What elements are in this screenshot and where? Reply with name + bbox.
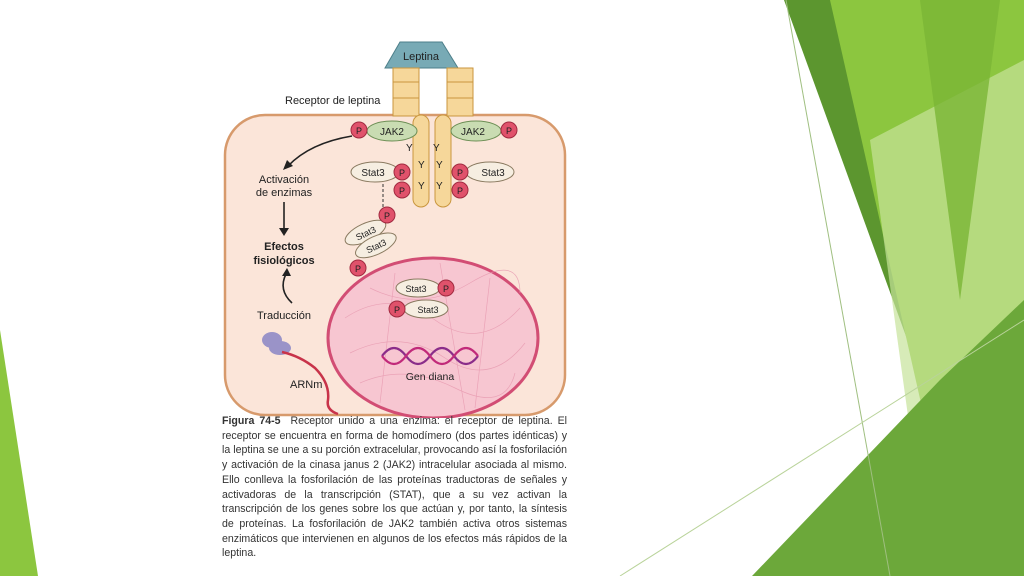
figure-caption: Figura 74-5 Receptor unido a una enzima:… xyxy=(222,414,567,561)
leptin-label: Leptina xyxy=(403,51,440,63)
translation-label: Traducción xyxy=(257,310,311,322)
svg-text:Y: Y xyxy=(418,181,425,192)
svg-text:Y: Y xyxy=(436,160,443,171)
svg-text:Y: Y xyxy=(433,143,440,154)
svg-text:P: P xyxy=(399,186,405,196)
svg-text:Y: Y xyxy=(436,181,443,192)
mrna-label: ARNm xyxy=(290,379,322,391)
phospho-jak-left: P xyxy=(350,121,368,139)
nucleus xyxy=(326,256,540,418)
target-gene-label: Gen diana xyxy=(406,371,455,383)
stat3-right-bound: Stat3 P P xyxy=(451,161,515,199)
mrna-strand xyxy=(281,350,339,416)
stat3-dimer-nucleus: Stat3 P Stat3 P xyxy=(388,278,455,319)
deco-line-2 xyxy=(619,319,1024,576)
svg-text:P: P xyxy=(384,211,390,221)
tyrosine-marks: Y Y Y Y Y Y xyxy=(406,143,443,192)
deco-line-1 xyxy=(785,0,891,576)
svg-text:Y: Y xyxy=(418,160,425,171)
svg-text:Stat3: Stat3 xyxy=(405,284,426,294)
jak2-left-label: JAK2 xyxy=(380,127,404,138)
arrowhead-1 xyxy=(283,160,293,170)
phospho-jak-right: P xyxy=(500,121,518,139)
leptin-receptor-diagram: Leptina Receptor de leptina JAK2 JAK2 P … xyxy=(223,41,567,418)
svg-text:P: P xyxy=(399,168,405,178)
svg-text:P: P xyxy=(457,186,463,196)
svg-text:P: P xyxy=(356,126,362,136)
enzyme-activation-label-2: de enzimas xyxy=(256,187,313,199)
svg-text:P: P xyxy=(394,305,400,315)
deco-right-accent xyxy=(920,0,1000,300)
deco-left-sliver xyxy=(0,330,38,576)
svg-text:P: P xyxy=(443,284,449,294)
svg-text:P: P xyxy=(457,168,463,178)
effects-label-1: Efectos xyxy=(264,241,304,253)
stat3-left-bound: Stat3 P P xyxy=(350,161,411,199)
svg-text:Stat3: Stat3 xyxy=(361,168,385,179)
svg-text:P: P xyxy=(355,264,361,274)
svg-text:Stat3: Stat3 xyxy=(481,168,505,179)
effects-label-2: fisiológicos xyxy=(253,255,314,267)
jak2-right-label: JAK2 xyxy=(461,127,485,138)
chromatin-texture xyxy=(344,262,526,411)
deco-right-bottom xyxy=(752,300,1024,576)
target-gene-dna xyxy=(381,346,479,366)
enzyme-activation-label-1: Activación xyxy=(259,174,309,186)
arrowhead-3 xyxy=(282,268,291,276)
receptor-label: Receptor de leptina xyxy=(285,95,381,107)
svg-text:P: P xyxy=(506,126,512,136)
svg-text:Y: Y xyxy=(406,143,413,154)
arrow-jak-to-enzymes xyxy=(287,135,353,167)
stat3-dimer-cytoplasm: Stat3 Stat3 P P xyxy=(344,206,397,277)
caption-text: Receptor unido a una enzima: el receptor… xyxy=(222,415,568,560)
arrowhead-2 xyxy=(279,228,289,236)
caption-figure-number: Figura 74-5 xyxy=(222,415,281,427)
svg-text:Stat3: Stat3 xyxy=(417,305,438,315)
receptor-intracellular xyxy=(412,114,452,208)
receptor-extracellular xyxy=(392,67,474,117)
arrow-translation-to-effects xyxy=(282,273,293,304)
ribosome-icon xyxy=(262,332,291,355)
